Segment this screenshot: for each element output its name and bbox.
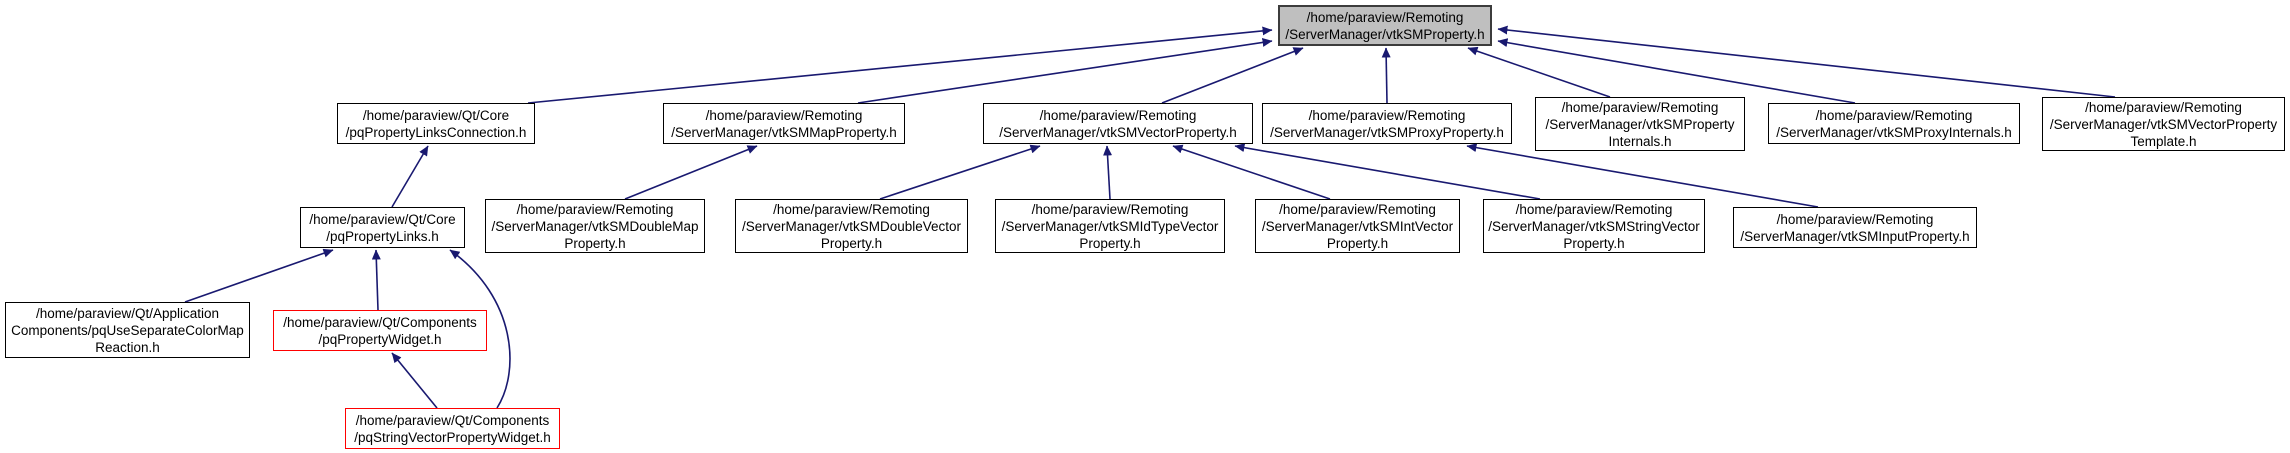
node-vtksminputproperty-label-line: /home/paraview/Remoting	[1776, 211, 1934, 227]
node-pqpropertylinksconnection[interactable]: /home/paraview/Qt/Core/pqPropertyLinksCo…	[337, 103, 535, 144]
node-pqpropertywidget-label-line: /home/paraview/Qt/Components	[283, 314, 477, 330]
node-pqpropertylinks-label-line: /pqPropertyLinks.h	[326, 228, 439, 244]
node-vtksmdoublevectorproperty-label-line: Property.h	[820, 235, 883, 251]
node-pqpropertywidget[interactable]: /home/paraview/Qt/Components/pqPropertyW…	[273, 310, 487, 351]
node-vtksmpropertyinternals-label-line: /home/paraview/Remoting	[1561, 99, 1719, 115]
edge-vtksmvectorproperty-to-vtksmproperty	[1161, 47, 1304, 104]
node-pqpropertylinksconnection-label-line: /home/paraview/Qt/Core	[362, 107, 510, 123]
edge-vtksmdoublemapproperty-to-vtksmmapproperty	[624, 145, 758, 200]
node-vtksmintvectorproperty-label-line: Property.h	[1326, 235, 1389, 251]
node-pqpropertylinks-label-line: /home/paraview/Qt/Core	[309, 211, 456, 227]
node-vtksmvectorpropertytemplate-label-line: /ServerManager/vtkSMVectorProperty	[2049, 116, 2278, 132]
node-vtksmproxyinternals-label-line: /home/paraview/Remoting	[1815, 107, 1973, 123]
node-vtksmintvectorproperty-label-line: /ServerManager/vtkSMIntVector	[1261, 218, 1454, 234]
node-vtksmdoublemapproperty-label-line: /ServerManager/vtkSMDoubleMap	[491, 218, 699, 234]
node-vtksmvectorproperty-label-line: /ServerManager/vtkSMVectorProperty.h	[999, 124, 1237, 140]
edge-vtksmpropertyinternals-to-vtksmproperty	[1467, 46, 1611, 98]
node-vtksmdoublemapproperty-label-line: Property.h	[564, 235, 626, 251]
edge-vtksmstringvectorproperty-to-vtksmvectorproperty	[1234, 143, 1541, 200]
node-vtksminputproperty[interactable]: /home/paraview/Remoting/ServerManager/vt…	[1733, 207, 1977, 248]
node-vtksmstringvectorproperty-label-line: Property.h	[1563, 235, 1625, 251]
edge-vtksmintvectorproperty-to-vtksmvectorproperty	[1172, 144, 1331, 200]
node-vtksmintvectorproperty-label-line: /home/paraview/Remoting	[1279, 201, 1436, 217]
edge-pqstringvectorpropertywidget-to-pqpropertylinks	[449, 249, 511, 409]
node-vtksmidtypevectorproperty-label-line: Property.h	[1079, 235, 1141, 251]
node-pqstringvectorpropertywidget-label-line: /home/paraview/Qt/Components	[355, 412, 550, 428]
edge-vtksmmapproperty-to-vtksmproperty	[857, 37, 1273, 104]
node-vtksmdoublemapproperty-label-line: /home/paraview/Remoting	[516, 201, 674, 217]
node-vtksmmapproperty-label-line: /ServerManager/vtkSMMapProperty.h	[671, 124, 897, 140]
node-pquseseparatecolormapreaction-label-line: Components/pqUseSeparateColorMap	[11, 322, 244, 338]
node-vtksmmapproperty-label-line: /home/paraview/Remoting	[705, 107, 863, 123]
node-vtksmstringvectorproperty-label-line: /home/paraview/Remoting	[1515, 201, 1673, 217]
node-vtksmidtypevectorproperty-label-line: /home/paraview/Remoting	[1031, 201, 1189, 217]
edge-pquseseparatecolormapreaction-to-pqpropertylinks	[184, 248, 334, 303]
node-vtksmintvectorproperty[interactable]: /home/paraview/Remoting/ServerManager/vt…	[1255, 199, 1460, 253]
node-vtksmstringvectorproperty-label-line: /ServerManager/vtkSMStringVector	[1488, 218, 1700, 234]
node-pqpropertylinksconnection-label-line: /pqPropertyLinksConnection.h	[345, 124, 527, 140]
node-vtksmproxyproperty[interactable]: /home/paraview/Remoting/ServerManager/vt…	[1262, 103, 1512, 144]
node-vtksmvectorpropertytemplate-label-line: Template.h	[2130, 133, 2197, 149]
node-vtksmstringvectorproperty[interactable]: /home/paraview/Remoting/ServerManager/vt…	[1483, 199, 1705, 253]
edge-pqpropertylinks-to-pqpropertylinksconnection	[391, 145, 429, 208]
node-vtksmdoublevectorproperty[interactable]: /home/paraview/Remoting/ServerManager/vt…	[735, 199, 968, 253]
node-vtksmproperty-label-line: /ServerManager/vtkSMProperty.h	[1285, 26, 1485, 42]
node-vtksminputproperty-label-line: /ServerManager/vtkSMInputProperty.h	[1740, 228, 1970, 244]
edge-vtksmproxyproperty-to-vtksmproperty	[1381, 47, 1391, 104]
node-vtksmproxyproperty-label-line: /ServerManager/vtkSMProxyProperty.h	[1270, 124, 1504, 140]
edge-vtksmdoublevectorproperty-to-vtksmvectorproperty	[879, 144, 1041, 200]
node-pquseseparatecolormapreaction-label-line: Reaction.h	[95, 339, 160, 355]
edge-vtksminputproperty-to-vtksmproxyproperty	[1466, 143, 1819, 208]
node-vtksmproxyproperty-label-line: /home/paraview/Remoting	[1308, 107, 1466, 123]
node-vtksmvectorproperty[interactable]: /home/paraview/Remoting/ServerManager/vt…	[983, 103, 1253, 144]
edge-vtksmvectorpropertytemplate-to-vtksmproperty	[1497, 25, 2116, 98]
node-vtksmdoublemapproperty[interactable]: /home/paraview/Remoting/ServerManager/vt…	[485, 199, 705, 253]
node-vtksmdoublevectorproperty-label-line: /home/paraview/Remoting	[773, 201, 930, 217]
node-pqstringvectorpropertywidget-label-line: /pqStringVectorPropertyWidget.h	[354, 429, 551, 445]
node-vtksmproxyinternals-label-line: /ServerManager/vtkSMProxyInternals.h	[1776, 124, 2012, 140]
node-vtksmvectorpropertytemplate[interactable]: /home/paraview/Remoting/ServerManager/vt…	[2042, 97, 2285, 151]
node-vtksmpropertyinternals[interactable]: /home/paraview/Remoting/ServerManager/vt…	[1535, 97, 1745, 151]
node-vtksmmapproperty[interactable]: /home/paraview/Remoting/ServerManager/vt…	[663, 103, 905, 144]
node-vtksmpropertyinternals-label-line: /ServerManager/vtkSMProperty	[1545, 116, 1735, 132]
node-vtksmdoublevectorproperty-label-line: /ServerManager/vtkSMDoubleVector	[741, 218, 962, 234]
node-vtksmproperty-label-line: /home/paraview/Remoting	[1306, 9, 1464, 25]
node-vtksmproperty[interactable]: /home/paraview/Remoting/ServerManager/vt…	[1278, 5, 1492, 46]
edge-pqpropertylinksconnection-to-vtksmproperty	[527, 26, 1273, 104]
node-vtksmidtypevectorproperty-label-line: /ServerManager/vtkSMIdTypeVector	[1001, 218, 1219, 234]
node-pquseseparatecolormapreaction-label-line: /home/paraview/Qt/Application	[35, 305, 220, 321]
node-pqpropertywidget-label-line: /pqPropertyWidget.h	[318, 331, 442, 347]
node-pqpropertylinks[interactable]: /home/paraview/Qt/Core/pqPropertyLinks.h	[300, 207, 465, 248]
node-vtksmidtypevectorproperty[interactable]: /home/paraview/Remoting/ServerManager/vt…	[995, 199, 1225, 253]
node-vtksmpropertyinternals-label-line: Internals.h	[1608, 133, 1672, 149]
node-pqstringvectorpropertywidget[interactable]: /home/paraview/Qt/Components/pqStringVec…	[345, 408, 560, 449]
edge-pqpropertywidget-to-pqpropertylinks	[371, 249, 381, 311]
node-vtksmvectorpropertytemplate-label-line: /home/paraview/Remoting	[2085, 99, 2242, 115]
edge-pqstringvectorpropertywidget-to-pqpropertywidget	[391, 352, 438, 409]
node-vtksmvectorproperty-label-line: /home/paraview/Remoting	[1039, 107, 1197, 123]
edge-vtksmproxyinternals-to-vtksmproperty	[1497, 38, 1856, 104]
edge-vtksmidtypevectorproperty-to-vtksmvectorproperty	[1103, 145, 1113, 200]
node-vtksmproxyinternals[interactable]: /home/paraview/Remoting/ServerManager/vt…	[1768, 103, 2020, 144]
